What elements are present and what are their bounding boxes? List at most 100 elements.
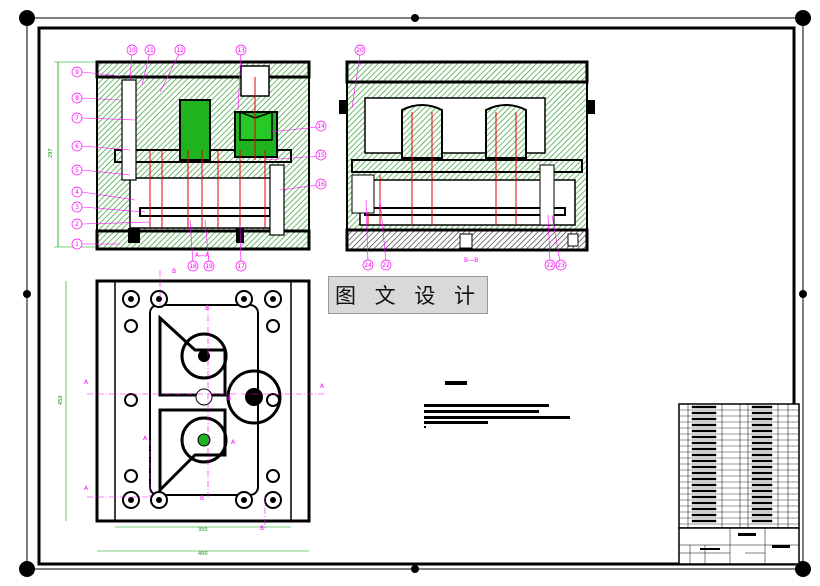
section-marker-a: A [143, 435, 148, 442]
table-cell-mark [751, 441, 773, 445]
table-cell-mark [691, 519, 717, 523]
svg-text:11: 11 [146, 47, 154, 54]
svg-text:17: 17 [237, 263, 245, 270]
balloon: 19 [203, 260, 215, 272]
table-cell-mark [751, 507, 773, 511]
watermark-stamp: 图 文 设 计 [328, 276, 488, 314]
table-cell-mark [751, 435, 773, 439]
table-cell-mark [751, 513, 773, 517]
balloon: 8 [71, 92, 83, 104]
svg-text:23: 23 [557, 262, 565, 269]
section-marker-a: A [84, 485, 89, 492]
svg-text:15: 15 [317, 152, 325, 159]
svg-text:9: 9 [75, 69, 79, 76]
table-cell-mark [751, 453, 773, 457]
table-cell-mark [691, 501, 717, 505]
table-cell-mark [691, 471, 717, 475]
balloons-bb [351, 53, 561, 263]
svg-text:22: 22 [546, 262, 554, 269]
table-cell-mark [751, 483, 773, 487]
balloon: 15 [315, 149, 327, 161]
table-cell-mark [691, 513, 717, 517]
table-cell-mark [751, 411, 773, 415]
section-marker-b: B [260, 525, 264, 532]
section-marker-b: B [172, 268, 176, 275]
table-cell-mark [751, 423, 773, 427]
table-cell-mark [751, 405, 773, 409]
svg-text:5: 5 [75, 167, 79, 174]
table-cell-mark [691, 405, 717, 409]
balloon: 24 [362, 259, 374, 271]
svg-text:1: 1 [75, 241, 79, 248]
table-cell-mark [751, 465, 773, 469]
parts-list-table [678, 403, 800, 529]
svg-text:10: 10 [128, 47, 136, 54]
table-cell-mark [691, 429, 717, 433]
table-cell-mark [751, 501, 773, 505]
svg-text:6: 6 [75, 143, 79, 150]
balloons-aa-left: 1 2 3 4 5 6 7 8 9 [71, 66, 83, 250]
title-block [678, 527, 800, 565]
section-marker-a: A [320, 383, 325, 390]
table-cell-mark [691, 459, 717, 463]
balloon: 16 [315, 178, 327, 190]
balloon: 11 [144, 44, 156, 56]
balloon: 1 [71, 238, 83, 250]
section-aa-view: 2 9 7 [48, 60, 311, 251]
section-aa-label: A—A [195, 252, 210, 259]
table-cell-mark [691, 453, 717, 457]
svg-text:18: 18 [189, 263, 197, 270]
sheet-frame [19, 10, 811, 577]
section-bb-view [339, 60, 595, 252]
table-cell-mark [751, 489, 773, 493]
svg-text:7: 7 [75, 115, 79, 122]
table-cell-mark [691, 423, 717, 427]
section-bb-label: B—B [464, 257, 478, 264]
table-cell-mark [751, 459, 773, 463]
section-marker-b: B [205, 305, 209, 312]
section-marker-b: B [200, 495, 204, 502]
balloon: 9 [71, 66, 83, 78]
dimension-total-width: 400 [198, 551, 208, 557]
table-cell-mark [751, 417, 773, 421]
balloon: 14 [315, 120, 327, 132]
table-cell-mark [691, 483, 717, 487]
table-cell-mark [751, 495, 773, 499]
table-cell-mark [751, 447, 773, 451]
balloon: 12 [174, 44, 186, 56]
svg-text:20: 20 [356, 47, 364, 54]
svg-text:2: 2 [75, 221, 79, 228]
balloon: 5 [71, 164, 83, 176]
table-cell-mark [691, 477, 717, 481]
table-cell-mark [751, 471, 773, 475]
balloon: 6 [71, 140, 83, 152]
dimension-plate-height: 450 [58, 395, 64, 405]
table-cell-mark [691, 417, 717, 421]
balloon: 22 [544, 259, 556, 271]
section-marker-b: B [227, 395, 231, 402]
table-cell-mark [691, 441, 717, 445]
balloon: 20 [354, 44, 366, 56]
svg-text:13: 13 [237, 47, 245, 54]
balloons-aa-top: 10 11 12 13 [126, 44, 247, 56]
balloon: 23 [555, 259, 567, 271]
technical-notes [424, 381, 570, 428]
table-cell-mark [751, 519, 773, 523]
dimension-height: 297 [48, 148, 54, 158]
section-marker-a: A [84, 379, 89, 386]
svg-text:4: 4 [75, 189, 79, 196]
svg-text:24: 24 [364, 262, 372, 269]
table-cell-mark [691, 447, 717, 451]
svg-text:16: 16 [317, 181, 325, 188]
balloon: 3 [71, 201, 83, 213]
table-cell-mark [751, 429, 773, 433]
balloon: 13 [235, 44, 247, 56]
svg-text:3: 3 [75, 204, 79, 211]
section-marker-a: A [231, 439, 236, 446]
balloon: 17 [235, 260, 247, 272]
plan-view: 450 350 400 A A A A A B B B B B [58, 268, 325, 557]
balloon: 10 [126, 44, 138, 56]
svg-text:12: 12 [176, 47, 184, 54]
table-cell-mark [751, 477, 773, 481]
